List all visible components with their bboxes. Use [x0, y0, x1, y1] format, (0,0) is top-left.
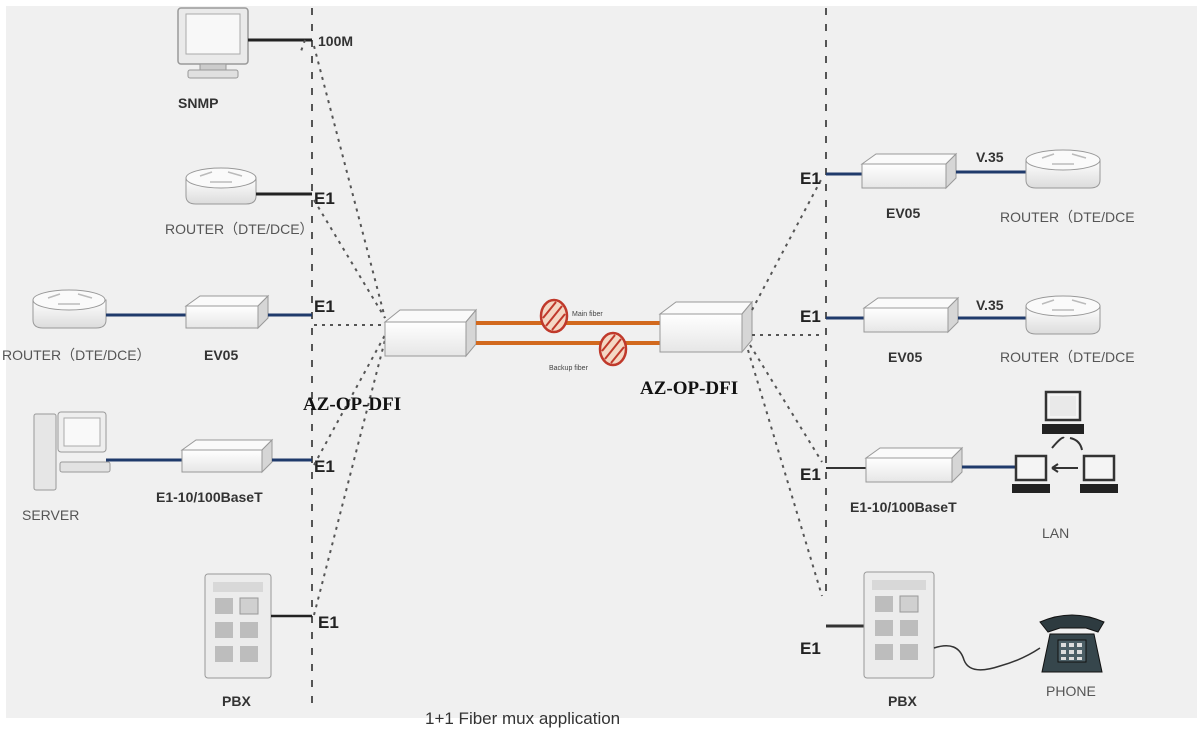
backup-fiber-coupler-icon: [598, 331, 628, 367]
diagram-caption: 1+1 Fiber mux application: [425, 709, 620, 728]
converter-device-icon: [864, 446, 964, 484]
snmp-computer-icon: [177, 7, 249, 79]
router2-port-label: E1: [314, 297, 335, 316]
ev05-device-icon: [184, 294, 270, 330]
router-top-label: ROUTER（DTE/DCE: [1000, 209, 1135, 225]
left-mux-label: AZ-OP-DFI: [303, 394, 401, 415]
router1-port-label: E1: [314, 189, 335, 208]
router-mid-label: ROUTER（DTE/DCE: [1000, 349, 1135, 365]
left-mux-device-icon: [383, 308, 478, 358]
router-icon: [1025, 295, 1101, 335]
server-label: SERVER: [22, 507, 79, 523]
router1-label: ROUTER（DTE/DCE）: [165, 221, 314, 237]
pbx-left-port-label: E1: [318, 613, 339, 632]
ev05-top-label: EV05: [886, 205, 920, 221]
converter-device-icon: [180, 438, 274, 474]
converter-label: E1-10/100BaseT: [156, 489, 263, 505]
ev05-mid-label: EV05: [888, 349, 922, 365]
router-icon: [185, 167, 257, 205]
port-100m-label: 100M: [318, 33, 353, 49]
v35-top-label: V.35: [976, 149, 1004, 165]
server-computer-icon: [33, 411, 111, 491]
router2-label: ROUTER（DTE/DCE）: [2, 347, 151, 363]
phone-icon: [1039, 614, 1105, 673]
lan-label: LAN: [1042, 525, 1069, 541]
pbx-icon: [863, 571, 935, 679]
lan-network-icon: [1012, 390, 1118, 493]
ev05-device-icon: [860, 152, 958, 190]
right-port3-label: E1: [800, 465, 821, 484]
pbx-right-label: PBX: [888, 693, 917, 709]
router-icon: [1025, 149, 1101, 189]
snmp-label: SNMP: [178, 95, 218, 111]
left-fan-lines: [299, 39, 386, 616]
right-port2-label: E1: [800, 307, 821, 326]
ev05-device-icon: [862, 296, 960, 334]
right-port1-label: E1: [800, 169, 821, 188]
ev05-label: EV05: [204, 347, 238, 363]
backup-fiber-label: Backup fiber: [549, 365, 589, 372]
pbx-icon: [204, 573, 272, 679]
v35-mid-label: V.35: [976, 297, 1004, 313]
phone-label: PHONE: [1046, 683, 1096, 699]
main-fiber-label: Main fiber: [572, 311, 603, 318]
router-icon: [32, 289, 107, 329]
right-fan-lines: [747, 177, 823, 597]
right-converter-label: E1-10/100BaseT: [850, 499, 957, 515]
right-mux-label: AZ-OP-DFI: [640, 378, 738, 399]
server-port-label: E1: [314, 457, 335, 476]
right-port4-label: E1: [800, 639, 821, 658]
pbx-left-label: PBX: [222, 693, 251, 709]
main-fiber-coupler-icon: [539, 298, 569, 334]
right-mux-device-icon: [658, 300, 754, 354]
phone-cord: [933, 645, 1041, 671]
